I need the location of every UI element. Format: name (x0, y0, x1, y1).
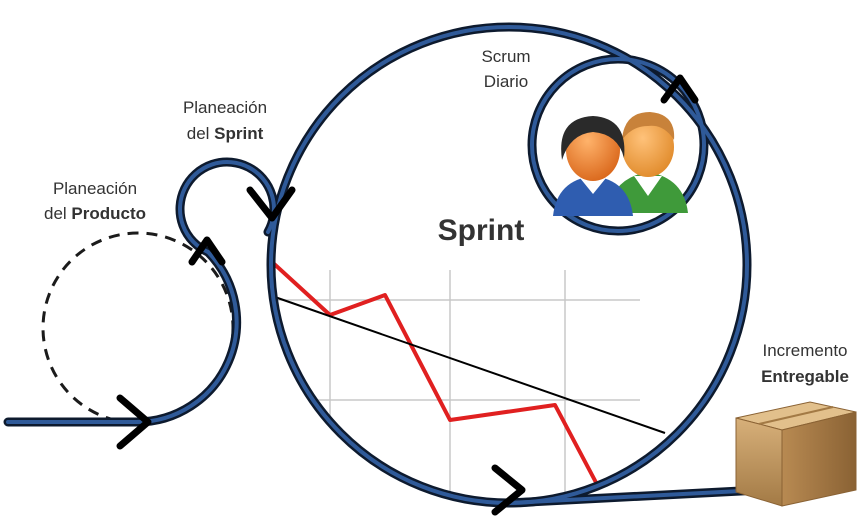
daily-scrum-label-line1: Scrum (481, 47, 530, 66)
increment-label-line1: Incremento (762, 341, 847, 360)
arrow-up-icon (660, 74, 699, 104)
box-icon (735, 401, 857, 507)
arrow-down-icon (246, 186, 296, 222)
daily-scrum-label-line2: Diario (484, 72, 528, 91)
increment-label-line2: Entregable (761, 367, 849, 386)
sprint-planning-label-line1: Planeación (183, 98, 267, 117)
people-icon (553, 112, 688, 216)
product-planning-label-line2: del Producto (44, 204, 146, 223)
product-planning-label-line1: Planeación (53, 179, 137, 198)
arrow-up-icon (188, 236, 226, 266)
burndown-actual-line (271, 260, 602, 491)
arrow-right-icon (491, 464, 526, 516)
arrow-right-icon (116, 394, 152, 450)
sprint-label: Sprint (438, 214, 525, 247)
sprint-planning-label-line2: del Sprint (187, 124, 264, 143)
burndown-chart-icon (271, 260, 666, 503)
flow-path (3, 22, 765, 508)
burndown-ideal-line (271, 295, 666, 434)
